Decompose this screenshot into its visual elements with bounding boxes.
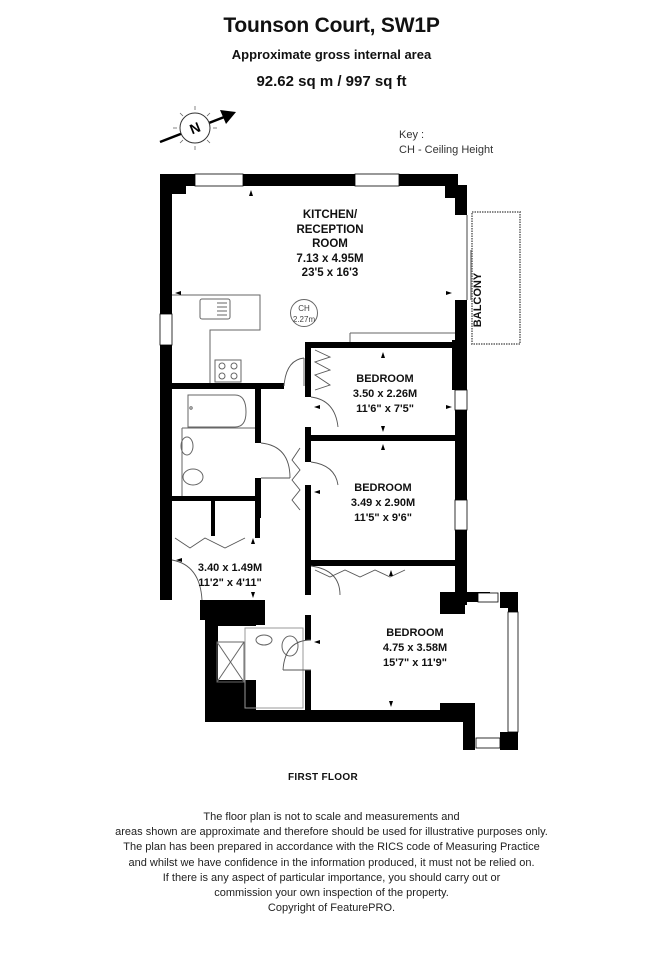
gross-area: 92.62 sq m / 997 sq ft <box>256 73 407 90</box>
walls <box>160 174 518 750</box>
balcony-outline <box>471 211 521 345</box>
room-name: ROOM <box>312 238 348 250</box>
room-name: BEDROOM <box>354 482 412 494</box>
ceiling-height-badge: CH 2.27m <box>290 299 318 327</box>
disclaimer-line: and whilst we have confidence in the inf… <box>128 856 535 869</box>
room-label-bedroom-2: BEDROOM 3.49 x 2.90M 11'5" x 9'6" <box>328 481 438 526</box>
room-dimensions-imperial: 15'7" x 11'9" <box>383 657 447 669</box>
bathroom-fixtures <box>180 394 255 496</box>
room-name: RECEPTION <box>296 223 364 236</box>
ceiling-height-label: CH <box>298 304 310 313</box>
area-subtitle: Approximate gross internal area <box>231 47 432 62</box>
key-heading: Key : <box>399 129 425 141</box>
room-label-kitchen-reception: KITCHEN/ RECEPTION ROOM 7.13 x 4.95M 23'… <box>270 208 390 281</box>
room-dimensions-metric: 4.75 x 3.58M <box>382 642 448 654</box>
disclaimer-line: The plan has been prepared in accordance… <box>123 841 540 854</box>
room-label-bedroom-3: BEDROOM 4.75 x 3.58M 15'7" x 11'9" <box>360 626 470 671</box>
room-name: BEDROOM <box>356 373 414 385</box>
room-dimensions-metric: 7.13 x 4.95M <box>296 252 364 265</box>
disclaimer-line: If there is any aspect of particular imp… <box>162 871 501 884</box>
measurement-markers <box>175 190 452 707</box>
room-dimensions-imperial: 23'5 x 16'3 <box>301 267 359 279</box>
room-name: BEDROOM <box>386 627 444 639</box>
disclaimer-copyright: Copyright of FeaturePRO. <box>267 902 396 915</box>
room-label-hallway: 3.40 x 1.49M 11'2" x 4'11" <box>180 561 280 591</box>
ceiling-height-value: 2.27m <box>292 315 316 324</box>
room-dimensions-imperial: 11'5" x 9'6" <box>354 512 412 524</box>
kitchen-units <box>172 294 455 383</box>
room-label-bedroom-1: BEDROOM 3.50 x 2.26M 11'6" x 7'5" <box>330 372 440 417</box>
ensuite-fixtures <box>216 627 304 709</box>
room-dimensions-metric: 3.40 x 1.49M <box>197 562 263 574</box>
room-name: KITCHEN/ <box>302 209 358 221</box>
disclaimer-line: The floor plan is not to scale and measu… <box>203 811 460 823</box>
north-compass-icon: N <box>159 106 236 150</box>
page-title: Tounson Court, SW1P <box>223 14 440 37</box>
room-dimensions-metric: 3.50 x 2.26M <box>352 388 418 400</box>
room-dimensions-metric: 3.49 x 2.90M <box>350 497 416 509</box>
key-item: CH - Ceiling Height <box>399 144 494 156</box>
disclaimer: The floor plan is not to scale and measu… <box>0 810 663 916</box>
balcony-label: BALCONY <box>472 272 484 328</box>
doors <box>171 349 406 671</box>
room-dimensions-imperial: 11'2" x 4'11" <box>198 577 262 589</box>
key-legend: Key : CH - Ceiling Height <box>399 128 493 158</box>
floor-label: FIRST FLOOR <box>288 772 358 783</box>
disclaimer-line: commission your own inspection of the pr… <box>214 887 449 900</box>
windows <box>159 173 519 749</box>
disclaimer-line: areas shown are approximate and therefor… <box>115 826 548 839</box>
room-dimensions-imperial: 11'6" x 7'5" <box>356 403 414 415</box>
